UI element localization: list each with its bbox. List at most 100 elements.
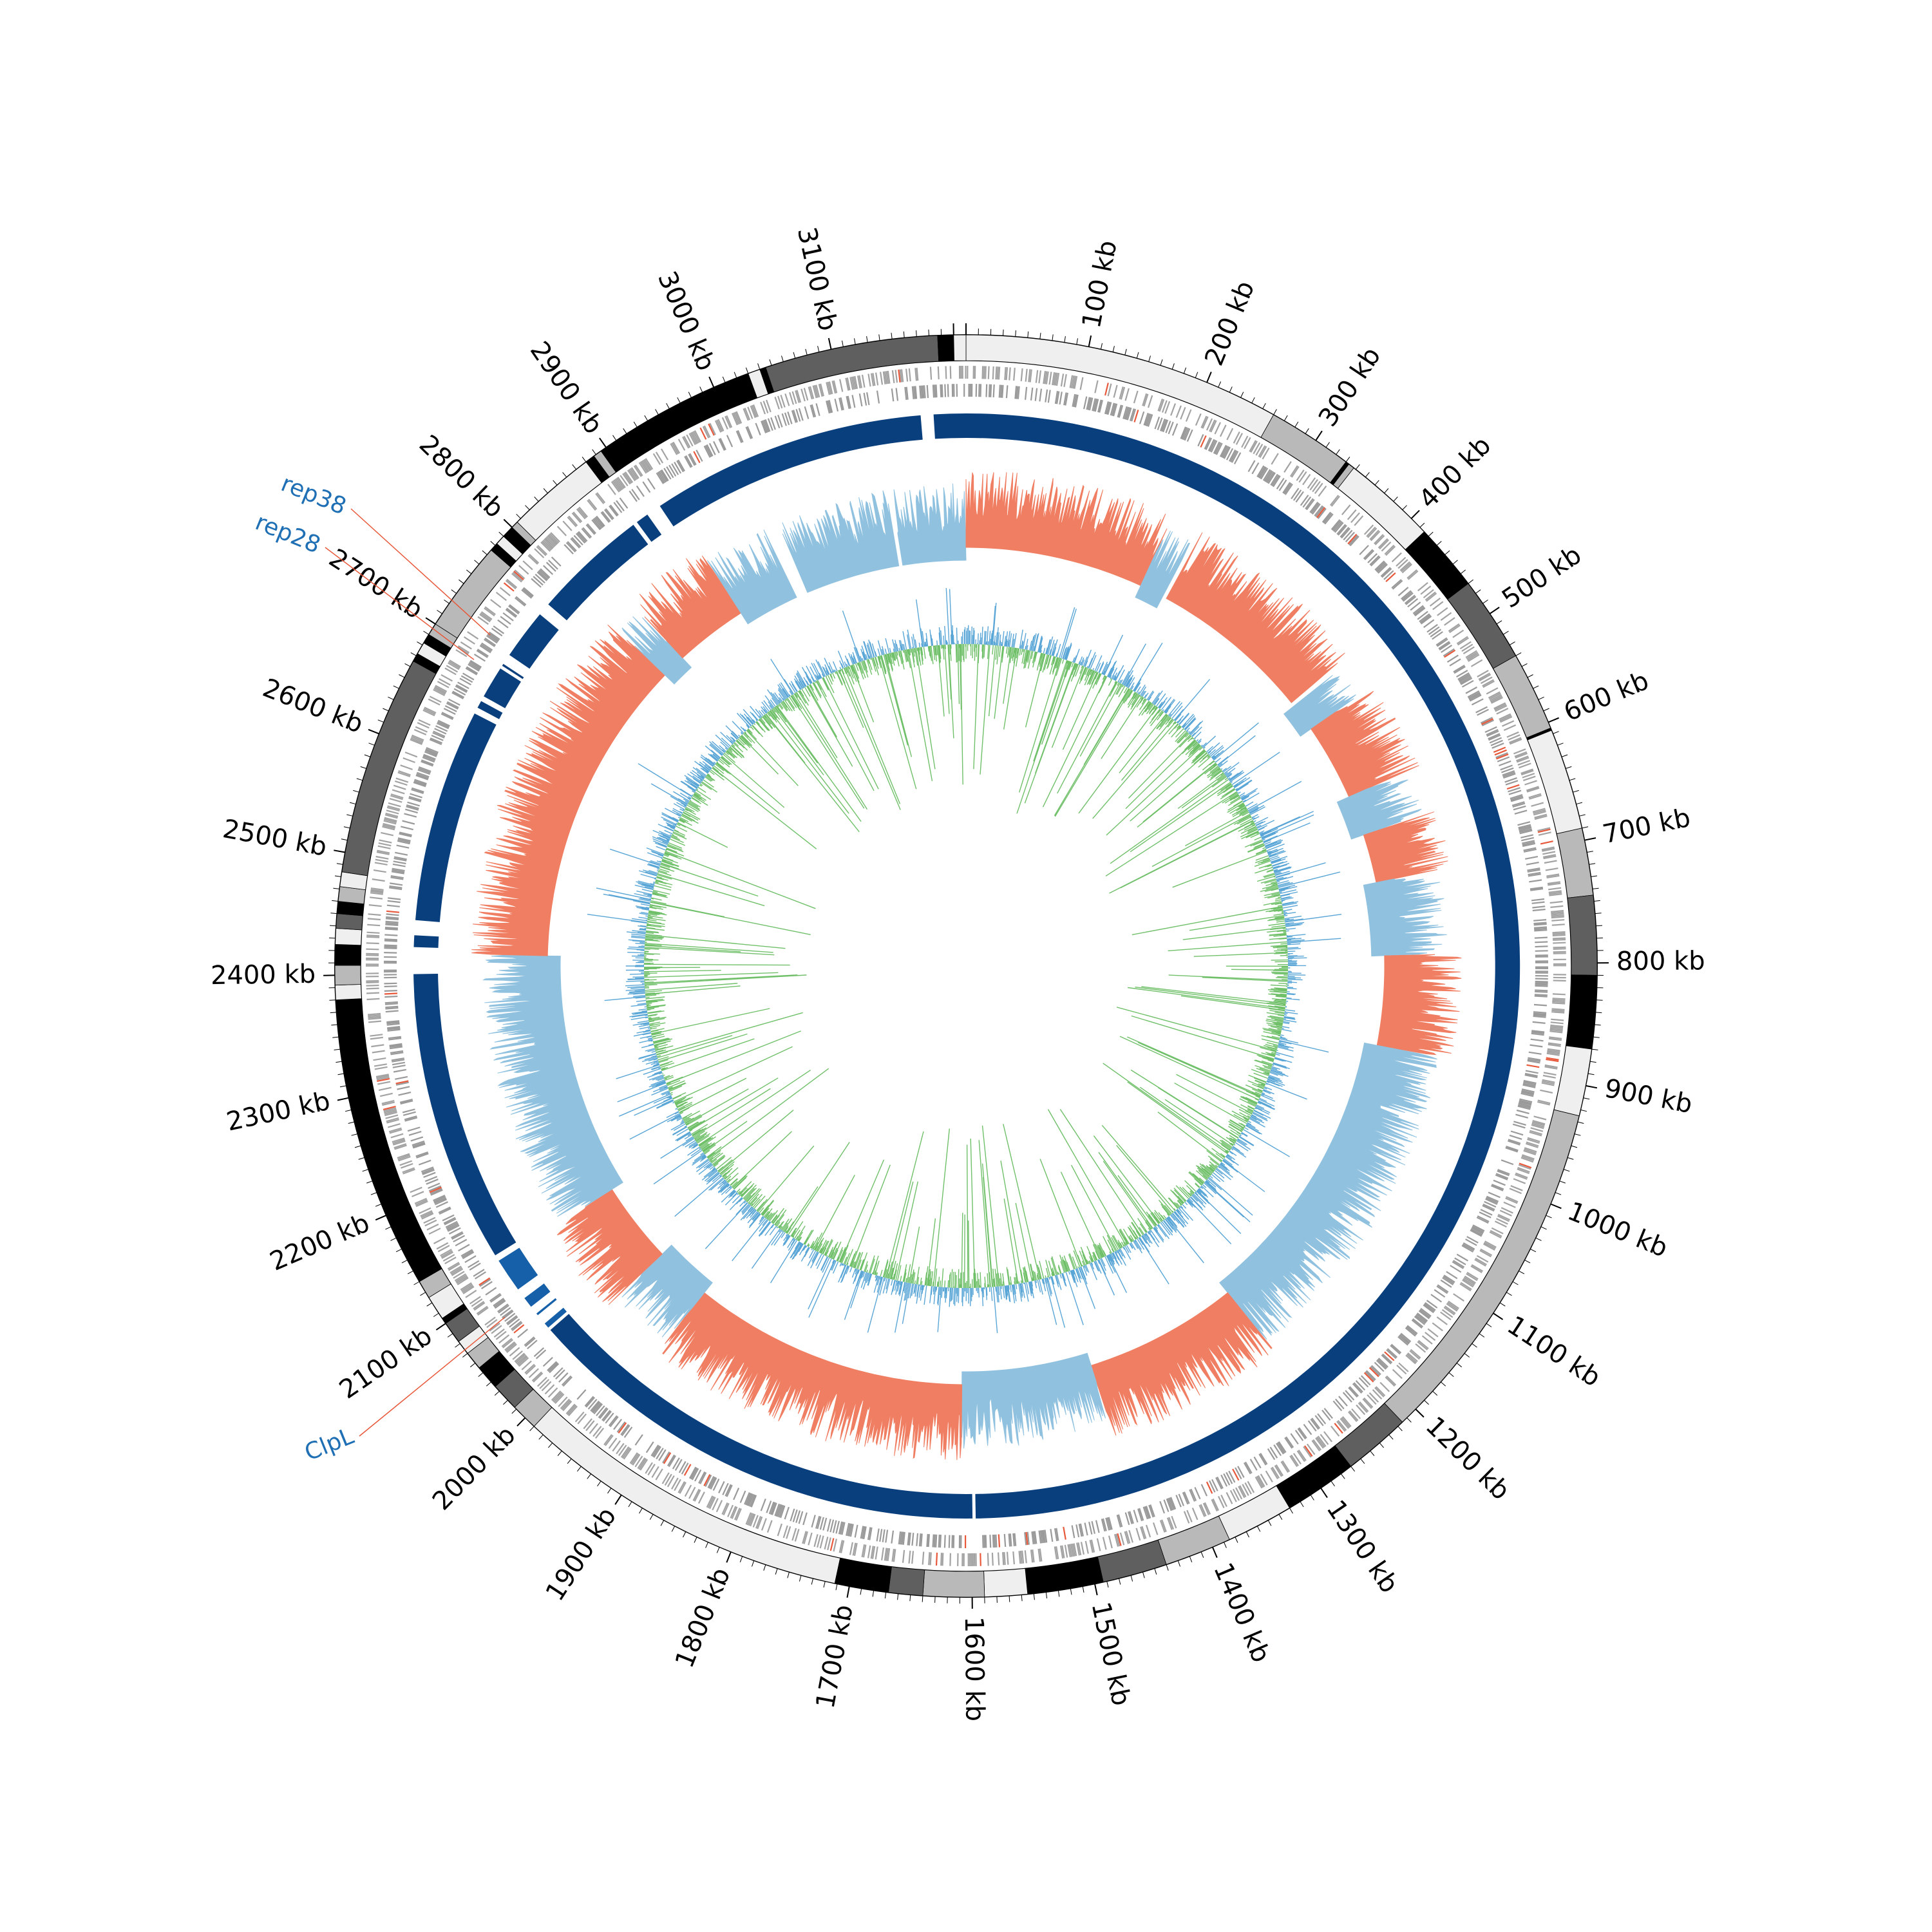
contig-segment (334, 943, 362, 966)
minor-tick (1057, 1590, 1060, 1597)
contig-segment (1567, 895, 1598, 976)
minor-tick (1428, 531, 1434, 537)
major-tick (503, 518, 513, 528)
minor-tick (1567, 1157, 1574, 1160)
tick-label: 2600 kb (259, 673, 368, 739)
minor-tick (817, 346, 820, 353)
minor-tick (866, 336, 868, 343)
minor-tick (1595, 913, 1602, 914)
major-tick (1206, 372, 1212, 383)
minor-tick (548, 1442, 553, 1448)
minor-tick (1448, 1372, 1454, 1377)
minor-tick (854, 338, 856, 345)
minor-tick (1482, 600, 1488, 604)
minor-tick (368, 743, 375, 746)
minor-tick (1171, 363, 1175, 370)
gc-skew-positive (639, 555, 742, 659)
tick-label: 900 kb (1602, 1074, 1695, 1119)
coding-block (550, 1314, 973, 1519)
minor-tick (1509, 641, 1515, 646)
minor-tick (823, 1581, 826, 1588)
minor-tick (1572, 790, 1579, 793)
minor-tick (1486, 1323, 1492, 1327)
tick-label: 1800 kb (670, 1564, 736, 1672)
minor-tick (1370, 1450, 1375, 1456)
gc-skew-positive (1311, 690, 1419, 798)
gc-content-high (587, 588, 1342, 1333)
gc-skew-negative (961, 1352, 1106, 1449)
minor-tick (1535, 1237, 1542, 1241)
minor-tick (1406, 1417, 1412, 1423)
minor-tick (757, 363, 761, 370)
contig-segment (1025, 1557, 1104, 1595)
contig-segment (888, 1566, 925, 1596)
minor-tick (1580, 1109, 1587, 1112)
minor-tick (1576, 802, 1583, 805)
minor-tick (1365, 472, 1370, 478)
contig-segment (1405, 531, 1469, 600)
minor-tick (393, 685, 399, 689)
minor-tick (683, 1531, 687, 1538)
minor-tick (1218, 381, 1222, 388)
minor-tick (1577, 1121, 1584, 1124)
minor-tick (364, 754, 371, 757)
major-tick (1586, 1084, 1598, 1089)
minor-tick (1582, 826, 1589, 829)
coding-block (536, 1298, 557, 1316)
gc-skew-positive (1166, 532, 1345, 703)
coding-block (415, 713, 497, 922)
coding-block (484, 668, 521, 708)
minor-tick (1003, 329, 1004, 336)
minor-tick (1440, 1381, 1446, 1387)
tick-label: 1600 kb (959, 1616, 990, 1722)
minor-tick (334, 1048, 341, 1050)
minor-tick (332, 900, 339, 902)
minor-tick (401, 1259, 408, 1264)
minor-tick (1106, 1581, 1109, 1588)
minor-tick (1195, 372, 1198, 379)
major-tick (1584, 837, 1596, 841)
coding-block (477, 701, 503, 719)
minor-tick (582, 457, 587, 462)
gc-skew-positive (662, 1292, 963, 1461)
gc-skew-negative (1336, 779, 1422, 840)
minor-tick (395, 1248, 402, 1253)
minor-tick (329, 999, 336, 1001)
major-tick (435, 1323, 446, 1331)
minor-tick (1593, 900, 1600, 902)
minor-tick (1112, 346, 1115, 353)
minor-tick (538, 1434, 544, 1440)
minor-tick (1555, 1192, 1562, 1195)
minor-tick (739, 1556, 743, 1562)
minor-tick (1148, 355, 1151, 363)
contig-segment (1334, 1403, 1403, 1467)
minor-tick (353, 790, 360, 793)
minor-tick (498, 531, 504, 537)
minor-tick (1444, 550, 1450, 555)
forward-gene-bars (365, 365, 1567, 1567)
tick-label: 2800 kb (413, 430, 509, 524)
minor-tick (1223, 1542, 1227, 1548)
contig-segment (335, 984, 362, 1001)
major-tick (334, 849, 346, 853)
minor-tick (1502, 630, 1509, 635)
minor-tick (516, 513, 522, 519)
minor-tick (1468, 579, 1473, 584)
minor-tick (655, 409, 659, 415)
minor-tick (330, 913, 337, 914)
minor-tick (628, 1501, 632, 1508)
minor-tick (1052, 334, 1054, 341)
label-pointer (350, 508, 491, 636)
minor-tick (437, 610, 443, 614)
minor-tick (1388, 1434, 1394, 1440)
minor-tick (1262, 402, 1266, 410)
coding-block (544, 1307, 567, 1328)
contig-segment (1218, 1485, 1290, 1540)
tick-label: 2400 kb (211, 960, 316, 990)
minor-tick (909, 1595, 911, 1602)
major-tick (337, 1097, 349, 1101)
minor-tick (1256, 1526, 1261, 1532)
tick-label: 1400 kb (1208, 1558, 1276, 1667)
minor-tick (358, 1157, 365, 1160)
gc-skew-positive (1363, 811, 1448, 884)
